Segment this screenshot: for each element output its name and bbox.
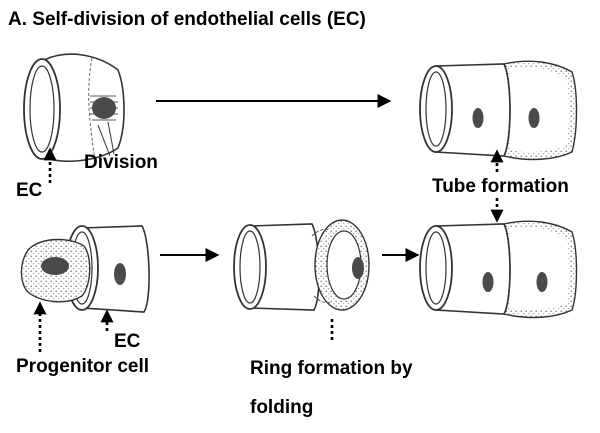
label-ec-bottom: EC — [114, 331, 141, 352]
nucleus-progenitor — [41, 257, 69, 275]
tube-illustration-bottom — [419, 220, 578, 319]
panel-title: A. Self-division of endothelial cells (E… — [8, 9, 366, 30]
nucleus-dividing — [92, 97, 116, 119]
label-ring-formation-line1: Ring formation by — [250, 358, 413, 379]
label-division: Division — [84, 152, 158, 173]
dividing-cell-illustration — [23, 53, 125, 167]
label-progenitor-cell: Progenitor cell — [16, 356, 150, 377]
nucleus-tube-top-right — [528, 108, 540, 128]
label-tube-formation: Tube formation — [432, 176, 569, 197]
label-ec-top: EC — [16, 180, 43, 201]
nucleus-tube-bottom-right — [536, 272, 548, 292]
nucleus-ring — [352, 257, 364, 279]
progenitor-ec-illustration — [20, 225, 150, 313]
nucleus-tube-top-left — [472, 108, 484, 128]
nucleus-tube-bottom-left — [482, 272, 494, 292]
ring-formation-illustration — [233, 219, 370, 311]
label-ring-formation-line2: folding — [250, 397, 314, 418]
tube-illustration-top — [419, 60, 578, 161]
nucleus-ec-bottom — [114, 263, 126, 285]
